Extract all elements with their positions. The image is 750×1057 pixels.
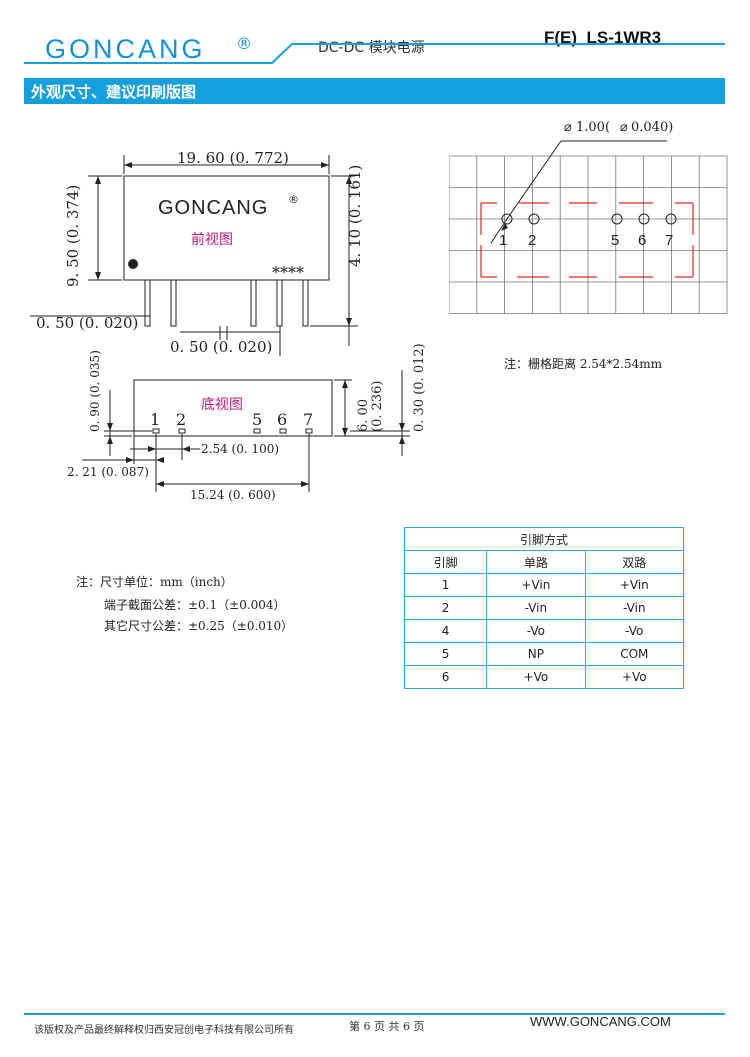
dim-width: 19. 60 (0. 772) xyxy=(177,149,289,167)
pcb-pin-7: 7 xyxy=(665,232,674,249)
note-line-2: 端子截面公差：±0.1（±0.004） xyxy=(104,598,286,612)
table-cell: -Vo xyxy=(584,619,685,643)
table-cell: +Vo xyxy=(584,665,685,689)
dim-standoff: 0. 30 (0. 012) xyxy=(412,343,427,432)
table-row: 2 -Vin -Vin xyxy=(403,596,685,620)
table-cell: -Vin xyxy=(584,596,685,620)
front-brand: GONCANG xyxy=(158,197,269,219)
hole-dim-inch: 0.040) xyxy=(631,120,674,135)
note-line-3: 其它尺寸公差：±0.25（±0.010） xyxy=(104,619,294,633)
website-link[interactable]: WWW.GONCANG.COM xyxy=(530,1014,671,1029)
bottom-view-label: 底视图 xyxy=(201,397,243,413)
table-row: 4 -Vo -Vo xyxy=(403,619,685,643)
registered-mark: ® xyxy=(236,34,252,53)
bottom-pin-5: 5 xyxy=(252,410,263,429)
table-cell: COM xyxy=(584,642,685,666)
section-bar xyxy=(24,78,725,104)
footer-line xyxy=(24,1013,725,1015)
table-cell: 6 xyxy=(403,665,488,689)
hole-dim-symbol: ⌀ xyxy=(564,120,572,135)
dim-span: 15.24 (0. 600) xyxy=(190,488,276,502)
dim-pitch: 2.54 (0. 100) xyxy=(201,442,280,456)
model-number: F(E)_LS-1WR3 xyxy=(544,28,662,47)
table-cell: -Vo xyxy=(486,619,586,643)
table-cell: 1 xyxy=(403,573,488,597)
bottom-pin-6: 6 xyxy=(277,410,288,429)
dim-depth: 6. 00 xyxy=(356,398,371,432)
table-row: 6 +Vo +Vo xyxy=(403,665,685,689)
dim-height: 9. 50 (0. 374) xyxy=(64,184,82,287)
dim-pin-length: 4. 10 (0. 161) xyxy=(346,164,364,267)
grid-note: 注：栅格距离 2.54*2.54mm xyxy=(504,357,663,371)
bottom-view-drawing xyxy=(82,370,410,492)
front-marking: **** xyxy=(272,263,304,282)
front-brand-reg: ® xyxy=(288,193,299,206)
pcb-pin-2: 2 xyxy=(528,232,537,249)
table-cell: -Vin xyxy=(486,596,586,620)
header-line xyxy=(24,43,725,64)
pin-table-title: 引脚方式 xyxy=(404,527,684,551)
bottom-pin-7: 7 xyxy=(303,410,314,429)
dim-pin-thickness: 0. 50 (0. 020) xyxy=(170,338,273,356)
pcb-pin-5: 5 xyxy=(611,232,620,249)
bottom-pin-2: 2 xyxy=(176,410,187,429)
table-cell: 2 xyxy=(403,596,488,620)
pin-table-header: 双路 xyxy=(584,550,685,574)
table-cell: +Vo xyxy=(486,665,586,689)
copyright-text: 该版权及产品最终解释权归西安冠创电子科技有限公司所有 xyxy=(34,1025,294,1036)
dim-depth-inch: (0. 236) xyxy=(370,380,385,433)
pin-table-header: 引脚 xyxy=(403,550,488,574)
section-title: 外观尺寸、建议印刷版图 xyxy=(31,83,197,101)
company-logo: GONCANG xyxy=(45,34,206,64)
pin-table: 引脚方式 引脚 单路 双路 1 +Vin +Vin 2 -Vin -Vin 4 … xyxy=(403,527,685,689)
pcb-layout-grid xyxy=(449,140,728,314)
dim-pin-width: 0. 50 (0. 020) xyxy=(36,314,139,332)
table-cell: +Vin xyxy=(486,573,586,597)
pcb-pin-1: 1 xyxy=(499,232,508,249)
table-cell: NP xyxy=(486,642,586,666)
table-row: 1 +Vin +Vin xyxy=(403,573,685,597)
table-cell: +Vin xyxy=(584,573,685,597)
page-number: 第 6 页 共 6 页 xyxy=(349,1020,425,1033)
pin-table-header: 单路 xyxy=(486,550,586,574)
note-line-1: 注：尺寸单位：mm（inch） xyxy=(76,575,233,589)
table-row: 5 NP COM xyxy=(403,642,685,666)
front-view-drawing xyxy=(30,155,358,356)
bottom-pin-1: 1 xyxy=(150,410,161,429)
dim-pin-offset: 0. 90 (0. 035) xyxy=(88,350,102,432)
hole-dim: 1.00( xyxy=(576,120,611,135)
pcb-pin-6: 6 xyxy=(638,232,647,249)
hole-dim-symbol-2: ⌀ xyxy=(620,120,628,135)
front-view-label: 前视图 xyxy=(191,232,233,248)
table-cell: 5 xyxy=(403,642,488,666)
dim-edge: 2. 21 (0. 087) xyxy=(67,465,149,479)
table-cell: 4 xyxy=(403,619,488,643)
